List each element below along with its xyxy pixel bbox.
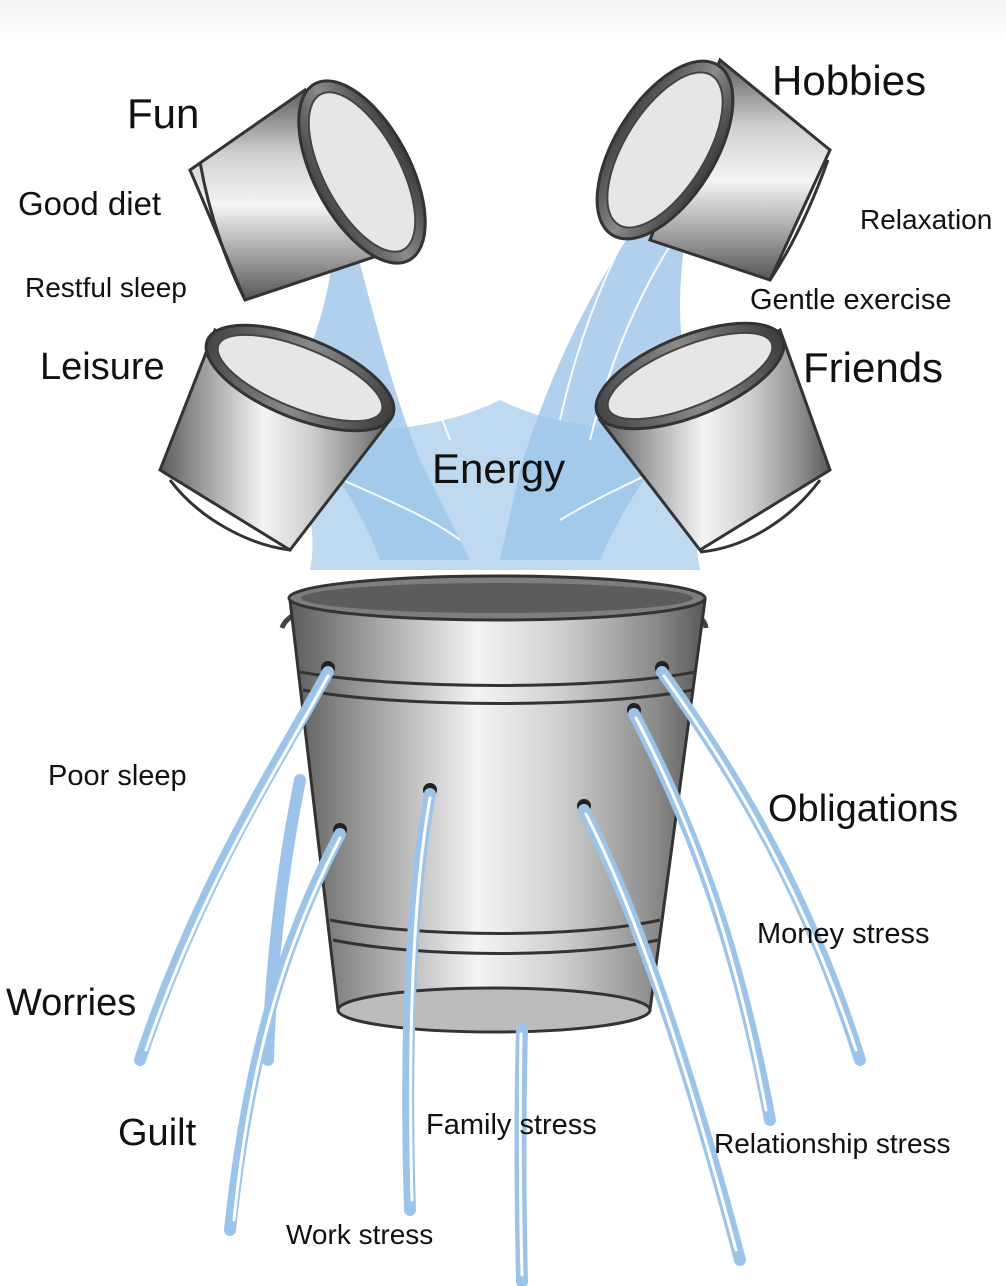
bucket-friends-icon	[594, 321, 832, 554]
inflow-streams	[262, 150, 720, 570]
main-bucket-icon	[279, 574, 709, 1034]
top-gradient-bar	[0, 0, 1006, 46]
label-guilt: Guilt	[118, 1112, 197, 1154]
label-worries: Worries	[6, 982, 137, 1024]
label-leisure: Leisure	[40, 346, 165, 388]
label-energy: Energy	[432, 445, 566, 492]
label-work-stress: Work stress	[286, 1219, 434, 1250]
label-hobbies: Hobbies	[772, 57, 927, 104]
label-money-stress: Money stress	[757, 918, 930, 950]
label-poor-sleep: Poor sleep	[48, 760, 187, 792]
bucket-hobbies-icon	[595, 57, 832, 282]
label-relaxation: Relaxation	[860, 204, 993, 235]
label-family-stress: Family stress	[426, 1109, 597, 1141]
bucket-leisure-icon	[158, 323, 396, 552]
label-fun: Fun	[127, 90, 200, 137]
label-obligations: Obligations	[768, 788, 959, 830]
label-restful-sleep: Restful sleep	[25, 272, 187, 303]
label-friends: Friends	[803, 344, 944, 391]
label-relationship-stress: Relationship stress	[714, 1128, 951, 1159]
label-good-diet: Good diet	[18, 185, 162, 222]
label-gentle-exercise: Gentle exercise	[750, 284, 952, 316]
bucket-fun-icon	[188, 79, 427, 302]
outflow-streams	[134, 666, 866, 1286]
